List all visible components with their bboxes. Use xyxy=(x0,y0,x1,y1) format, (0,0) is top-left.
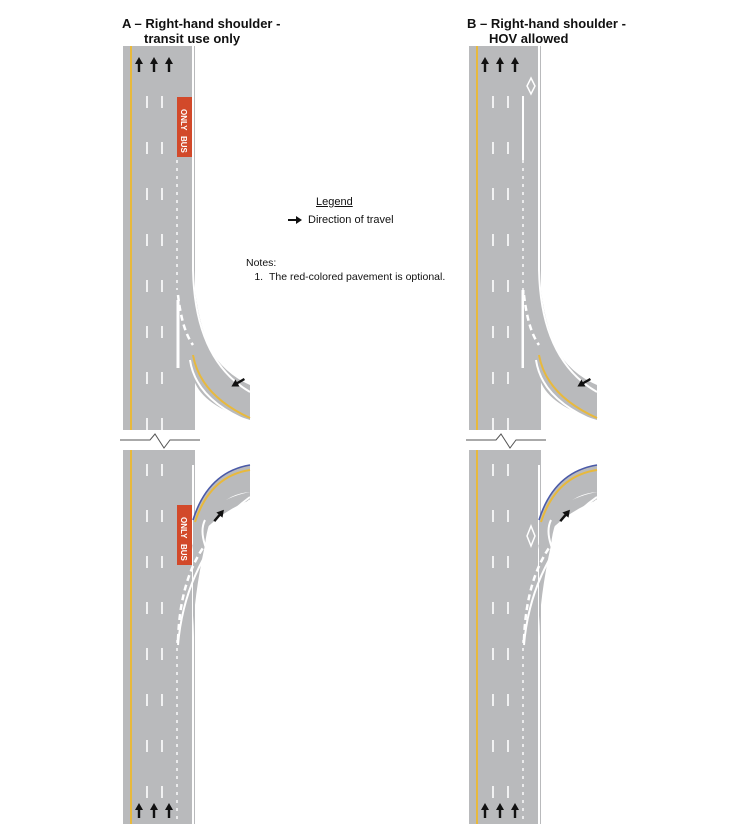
panel-a-letter: A xyxy=(122,16,131,31)
notes-heading: Notes: xyxy=(246,257,277,269)
note-item: The red-colored pavement is optional. xyxy=(266,270,445,284)
panel-b-dash: – xyxy=(480,16,488,31)
bus-marking-top-word: ONLY xyxy=(179,109,188,131)
bus-marking-bottom-word: BUS xyxy=(179,136,188,154)
panel-b-road xyxy=(464,46,598,824)
panel-a-dash: – xyxy=(134,16,142,31)
legend-item-label: Direction of travel xyxy=(308,214,394,226)
panel-b-letter: B xyxy=(467,16,477,31)
notes: Notes: The red-colored pavement is optio… xyxy=(246,256,445,284)
notes-list: The red-colored pavement is optional. xyxy=(246,270,445,284)
bus-marking-top-word-2: ONLY xyxy=(179,517,188,539)
legend: Legend Direction of travel xyxy=(288,196,394,226)
legend-heading: Legend xyxy=(316,196,353,208)
panel-a-title-line1: Right-hand shoulder - xyxy=(145,16,281,31)
panel-a-title: A – Right-hand shoulder - transit use on… xyxy=(122,16,280,46)
panel-a-title-line2: transit use only xyxy=(144,31,241,46)
bus-marking-bottom-word-2: BUS xyxy=(179,544,188,562)
panel-b-title-line1: Right-hand shoulder - xyxy=(490,16,626,31)
legend-item-direction: Direction of travel xyxy=(288,214,394,226)
panel-b-title: B – Right-hand shoulder - HOV allowed xyxy=(467,16,626,46)
panel-a-road: ONLY BUS ONLY BUS xyxy=(118,46,251,824)
panel-b-title-line2: HOV allowed xyxy=(489,31,569,46)
arrow-right-icon xyxy=(288,216,302,224)
